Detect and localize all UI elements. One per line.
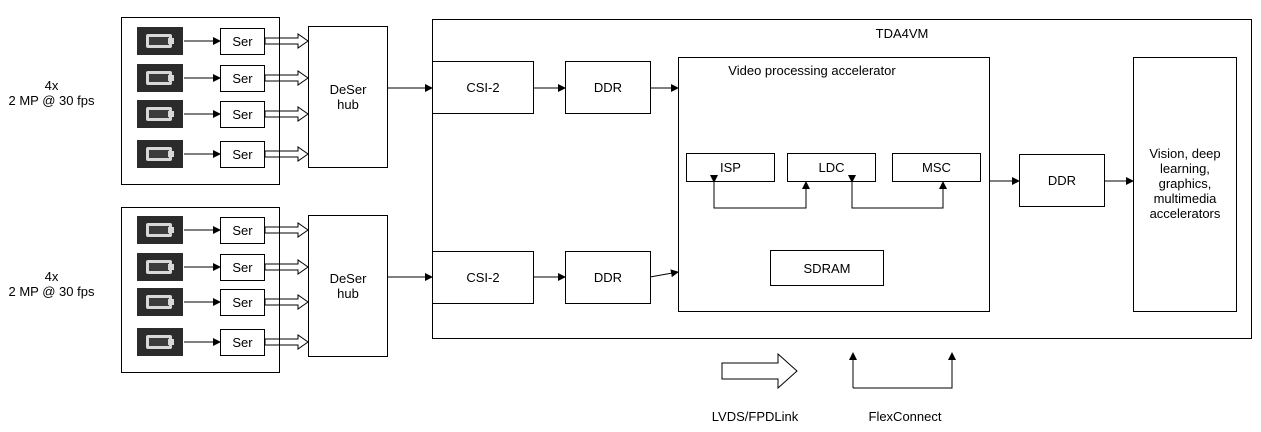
isp-label: ISP [720, 160, 741, 175]
camera-icon [137, 140, 183, 168]
ddr-label: DDR [1047, 173, 1077, 188]
msc-block: MSC [892, 153, 981, 182]
ddr-block-2: DDR [565, 251, 651, 304]
serializer-block: Ser [220, 28, 265, 55]
serializer-block: Ser [220, 289, 265, 316]
csi2-label: CSI-2 [466, 80, 500, 95]
camera-icon [137, 216, 183, 244]
ser-label: Ser [232, 71, 253, 86]
serializer-block: Ser [220, 141, 265, 168]
csi2-block-1: CSI-2 [432, 61, 534, 114]
legend-flexconnect-label: FlexConnect [868, 409, 942, 424]
deser-hub-2: DeSer hub [308, 215, 388, 357]
csi2-label: CSI-2 [466, 270, 500, 285]
accelerators-label: Vision, deep learning, graphics, multime… [1149, 146, 1221, 221]
lvds-link-arrow [264, 334, 309, 350]
ser-label: Ser [232, 295, 253, 310]
serializer-block: Ser [220, 329, 265, 356]
ser-label: Ser [232, 260, 253, 275]
lvds-link-arrow [264, 106, 309, 122]
ddr-label: DDR [593, 80, 623, 95]
ddr-label: DDR [593, 270, 623, 285]
ser-label: Ser [232, 223, 253, 238]
legend-lvds-symbol [721, 352, 798, 390]
camera-count: 4x [44, 78, 59, 93]
camera-icon [137, 328, 183, 356]
camera-icon [137, 64, 183, 92]
legend-lvds-label: LVDS/FPDLink [711, 409, 799, 424]
camera-icon [137, 253, 183, 281]
serializer-block: Ser [220, 254, 265, 281]
input-label-group-1: 4x 2 MP @ 30 fps [0, 78, 103, 108]
camera-group-1 [121, 17, 280, 185]
serializer-block: Ser [220, 101, 265, 128]
lvds-link-arrow [264, 146, 309, 162]
ldc-msc-flexconnect [848, 175, 947, 209]
deser-hub-label: DeSer hub [329, 82, 367, 112]
serializer-block: Ser [220, 217, 265, 244]
vpac-title: Video processing accelerator [728, 63, 896, 78]
camera-rate: 2 MP @ 30 fps [8, 284, 95, 299]
ddr-block-1: DDR [565, 61, 651, 114]
ldc-block: LDC [787, 153, 876, 182]
camera-count: 4x [44, 269, 59, 284]
camera-group-2 [121, 207, 280, 373]
deser-hub-label: DeSer hub [329, 271, 367, 301]
ser-label: Ser [232, 34, 253, 49]
tda4vm-soc: TDA4VM [432, 19, 1252, 339]
input-label-group-2: 4x 2 MP @ 30 fps [0, 269, 103, 299]
camera-icon [137, 288, 183, 316]
lvds-link-arrow [264, 33, 309, 49]
video-processing-accelerator: Video processing accelerator [678, 57, 990, 312]
serializer-block: Ser [220, 65, 265, 92]
ddr2-to-vpac-arrow [649, 269, 679, 278]
ser-label: Ser [232, 107, 253, 122]
sdram-block: SDRAM [770, 250, 884, 286]
ser-label: Ser [232, 335, 253, 350]
lvds-link-arrow [264, 70, 309, 86]
csi2-block-2: CSI-2 [432, 251, 534, 304]
ddr-block-out: DDR [1019, 154, 1105, 207]
msc-label: MSC [922, 160, 951, 175]
soc-title: TDA4VM [875, 26, 929, 41]
accelerators-block: Vision, deep learning, graphics, multime… [1133, 57, 1237, 312]
ser-label: Ser [232, 147, 253, 162]
lvds-link-arrow [264, 222, 309, 238]
isp-ldc-flexconnect [710, 175, 810, 209]
camera-rate: 2 MP @ 30 fps [8, 93, 95, 108]
isp-block: ISP [686, 153, 775, 182]
lvds-link-arrow [264, 259, 309, 275]
camera-icon [137, 27, 183, 55]
camera-icon [137, 100, 183, 128]
sdram-label: SDRAM [803, 260, 851, 276]
ser-to-hub-lvds-arrows [264, 33, 309, 350]
ldc-label: LDC [818, 160, 845, 175]
camera-to-ser-arrows [184, 37, 221, 346]
lvds-link-arrow [264, 294, 309, 310]
deser-hub-1: DeSer hub [308, 26, 388, 168]
